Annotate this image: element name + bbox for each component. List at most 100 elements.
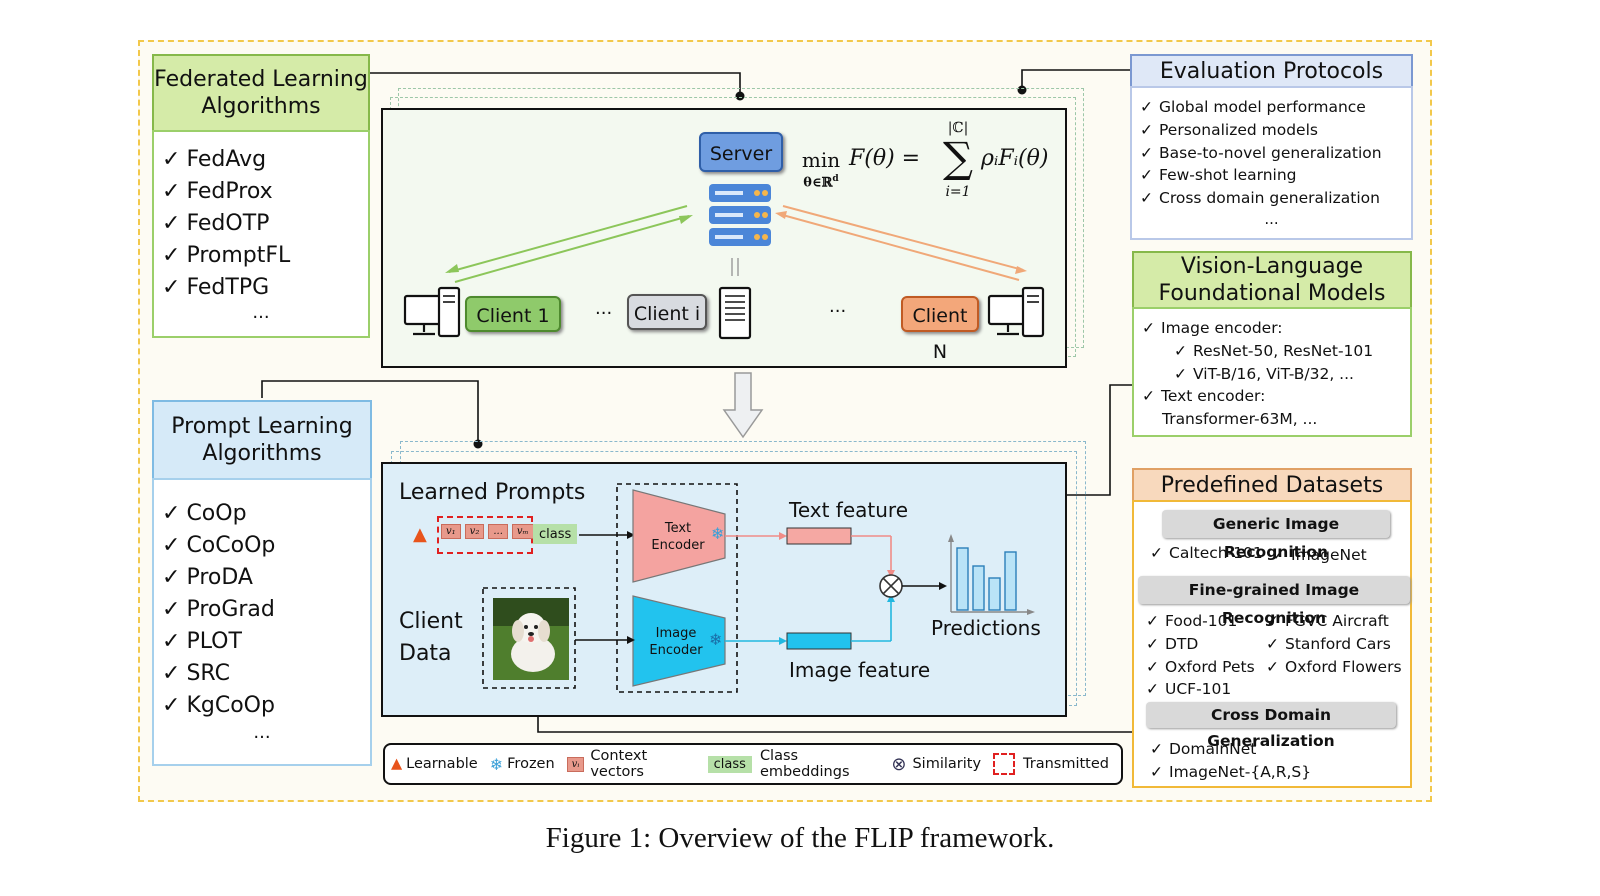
pl-title-text: Prompt Learning Algorithms xyxy=(171,414,353,466)
vlm-image-sub: ResNet-50, ResNet-101 xyxy=(1142,340,1410,363)
computer-icon xyxy=(403,286,461,338)
formula-sum-top: |ℂ| xyxy=(947,120,969,136)
fl-list: FedAvg FedProx FedOTP PromptFL FedTPG xyxy=(162,144,368,304)
list-item: Global model performance xyxy=(1140,96,1411,119)
eval-panel: Global model performance Personalized mo… xyxy=(1130,86,1413,240)
vlm-title: Vision-Language Foundational Models xyxy=(1132,251,1412,309)
ellipsis-left: ... xyxy=(595,298,613,319)
eval-title: Evaluation Protocols xyxy=(1130,54,1413,88)
list-item: ImageNet-{A,R,S} xyxy=(1150,761,1311,784)
vlm-image-encoder: Image encoder: xyxy=(1142,317,1410,340)
list-item: PLOT xyxy=(162,626,370,658)
list-item: Oxford Pets xyxy=(1146,656,1255,679)
figure-caption: Figure 1: Overview of the FLIP framework… xyxy=(545,822,1055,854)
list-item: Stanford Cars xyxy=(1266,633,1402,656)
list-item: FedProx xyxy=(162,176,368,208)
client-panel: Learned Prompts ▲ v₁ v₂ ... vₘ class Cli… xyxy=(381,462,1067,717)
encoder-flow xyxy=(482,483,1035,693)
client-1-label: Client 1 xyxy=(465,296,561,332)
formula-sum: ∑ xyxy=(943,133,973,182)
image-feature-label: Image feature xyxy=(789,658,931,682)
vlm-title-text: Vision-Language Foundational Models xyxy=(1158,254,1386,306)
pl-more: ... xyxy=(253,722,271,743)
list-item: SRC xyxy=(162,658,370,690)
predictions-label: Predictions xyxy=(931,616,1041,640)
formula-subscript: θ∈ℝd xyxy=(803,174,839,191)
fire-icon: ▲ xyxy=(413,524,427,545)
snowflake-icon: ❄ xyxy=(709,630,723,649)
generic-group-label: Generic Image Recognition xyxy=(1162,510,1390,561)
vlm-text-sub: Transformer-63M, ... xyxy=(1162,410,1318,429)
eval-list: Global model performance Personalized mo… xyxy=(1140,96,1411,210)
list-item: Few-shot learning xyxy=(1140,164,1411,187)
list-item: CoOp xyxy=(162,498,370,530)
formula-rhs: ρᵢFᵢ(θ) xyxy=(981,146,1049,171)
list-item: ProDA xyxy=(162,562,370,594)
fine-left-list: Food-101 DTD Oxford Pets UCF-101 xyxy=(1146,610,1255,701)
context-vector: v₁ xyxy=(441,524,461,539)
formula-lhs: F(θ) = xyxy=(849,146,921,171)
image-encoder-label: Image Encoder xyxy=(649,626,703,658)
formula-min: min xyxy=(801,148,841,172)
server-panel: Server min θ∈ℝd F(θ) = |ℂ| ∑ i=1 ρᵢFᵢ(θ) xyxy=(381,108,1067,368)
similarity-icon: ⊗ xyxy=(891,753,907,775)
text-encoder-label: Text Encoder xyxy=(651,521,705,553)
list-item: Base-to-novel generalization xyxy=(1140,142,1411,165)
server-label: Server xyxy=(699,132,783,172)
eval-more: ... xyxy=(1264,209,1279,228)
list-item: ProGrad xyxy=(162,594,370,626)
list-item: KgCoOp xyxy=(162,690,370,722)
list-item: FedTPG xyxy=(162,272,368,304)
flow-down-arrow xyxy=(722,372,764,439)
datasets-title-text: Predefined Datasets xyxy=(1160,472,1384,498)
vlm-content: Image encoder: ResNet-50, ResNet-101 ViT… xyxy=(1142,317,1410,431)
snowflake-icon: ❄ xyxy=(711,524,725,543)
fire-icon: ▲ xyxy=(391,756,403,772)
list-item: PromptFL xyxy=(162,240,368,272)
context-vector: vₘ xyxy=(511,524,534,539)
objective-formula: min θ∈ℝd F(θ) = |ℂ| ∑ i=1 ρᵢFᵢ(θ) xyxy=(791,118,1067,218)
computer-icon xyxy=(987,286,1045,338)
communication-arrows xyxy=(445,205,1027,283)
client-i-label: Client i xyxy=(627,294,707,330)
list-item: FGVC Aircraft xyxy=(1266,610,1402,633)
fl-more: ... xyxy=(252,302,270,323)
list-item: DomainNet xyxy=(1150,738,1311,761)
list-item: DTD xyxy=(1146,633,1255,656)
text-feature-label: Text feature xyxy=(789,498,909,522)
cross-group-label: Cross Domain Generalization xyxy=(1146,702,1396,750)
legend-learnable: ▲Learnable xyxy=(391,756,478,772)
dog-image xyxy=(493,598,569,680)
pl-title: Prompt Learning Algorithms xyxy=(152,400,372,480)
server-rack-icon xyxy=(709,184,771,246)
client-data-label: Client Data xyxy=(399,606,479,670)
tower-server-icon xyxy=(718,286,752,340)
legend-similarity: ⊗Similarity xyxy=(891,753,982,775)
pl-list: CoOp CoCoOp ProDA ProGrad PLOT SRC KgCoO… xyxy=(162,498,370,722)
datasets-panel: Generic Image Recognition Caltech-101 Im… xyxy=(1132,500,1412,788)
ellipsis-right: ... xyxy=(829,296,847,317)
context-vector: ... xyxy=(488,524,508,539)
list-item: Food-101 xyxy=(1146,610,1255,633)
list-item: FedOTP xyxy=(162,208,368,240)
datasets-title: Predefined Datasets xyxy=(1132,468,1412,502)
prompt-tokens: v₁ v₂ ... vₘ xyxy=(441,524,534,539)
client-data-text: Client Data xyxy=(399,609,463,666)
vlm-panel: Image encoder: ResNet-50, ResNet-101 ViT… xyxy=(1132,307,1412,437)
list-item: CoCoOp xyxy=(162,530,370,562)
context-vector: v₂ xyxy=(464,524,485,539)
vlm-text-encoder: Text encoder: xyxy=(1142,385,1410,408)
fl-panel: FedAvg FedProx FedOTP PromptFL FedTPG ..… xyxy=(152,130,370,338)
fine-right-list: FGVC Aircraft Stanford Cars Oxford Flowe… xyxy=(1266,610,1402,678)
eval-title-text: Evaluation Protocols xyxy=(1159,58,1384,84)
transmitted-icon xyxy=(993,753,1016,775)
class-embedding: class xyxy=(533,524,578,544)
cross-list: DomainNet ImageNet-{A,R,S} xyxy=(1150,738,1311,784)
client-n-label: Client N xyxy=(901,296,979,363)
snowflake-icon: ❄ xyxy=(489,754,504,774)
list-item: Cross domain generalization xyxy=(1140,187,1411,210)
fl-title-text: Federated Learning Algorithms xyxy=(154,67,368,119)
